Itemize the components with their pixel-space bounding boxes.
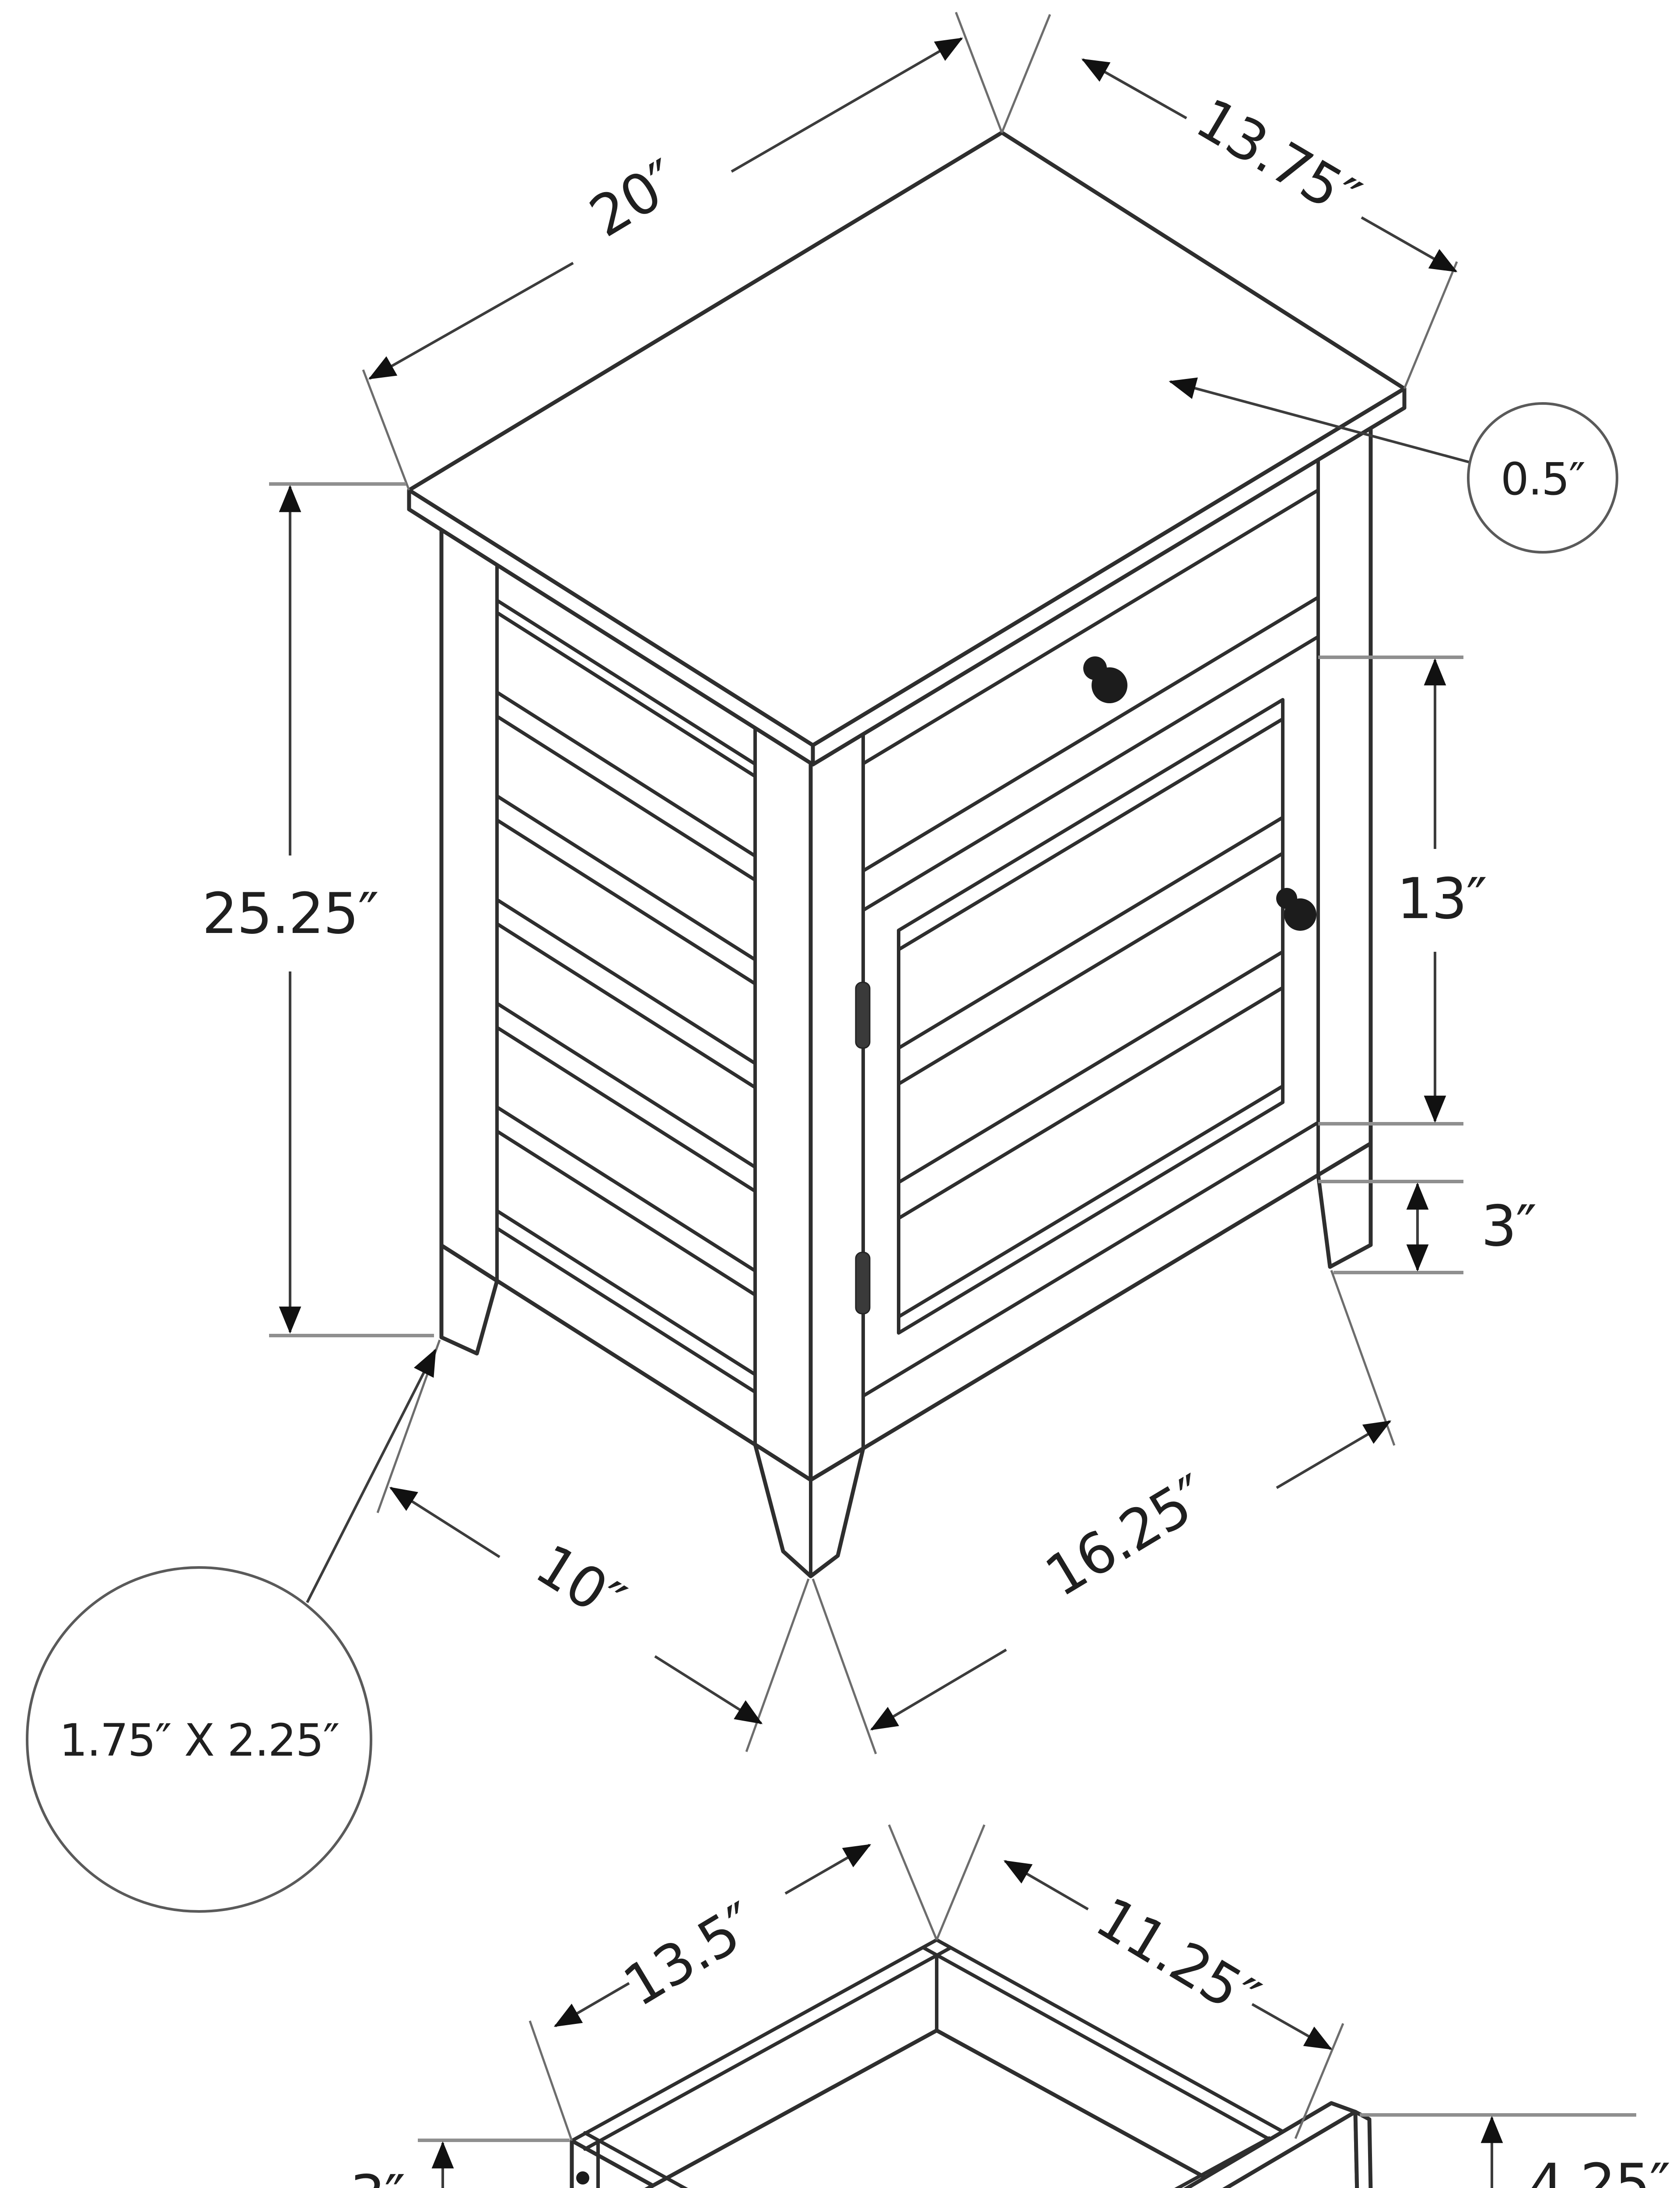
leader-leg-size [306,1348,437,1603]
drawer-front-bottom-edge [861,596,1320,873]
door-slat [897,717,1284,1050]
extension-line [528,2020,573,2141]
dim-line-side-depth [389,1487,500,1558]
dim-line-front-width [1276,1420,1392,1489]
cabinet-leg-left [439,1243,499,1356]
drawer-wall-rims [570,1938,1297,2188]
dim-line-top-depth [1361,216,1458,273]
dim-label-top-thickness: 0.5″ [1501,453,1585,505]
callout-circle-leg-size [26,1566,372,1913]
dim-label-drawer-front-height: 4.25″ [1529,2152,1670,2188]
drawer-front-panel-face [1222,2110,1359,2188]
door-inner-frame [897,698,1284,1335]
callout-circle-top-thickness [1467,402,1618,554]
side-slat [495,611,757,858]
extension-line [1403,261,1458,389]
dim-line-front-width [870,1648,1007,1731]
dim-label-door-height: 13″ [1397,866,1487,932]
front-top-rail-edge [861,488,1320,765]
rim-inner-back-left [583,1946,952,2151]
extension-line [376,1339,441,1513]
extension-line [1001,14,1051,133]
extension-line [955,12,1003,133]
drawer-view: 13.5″ 11.25″ 3″ 4.25″ 15.25″ [350,1824,1670,2188]
dim-label-top-width: 20″ [579,148,689,250]
drawer-side-wall [570,2139,662,2188]
dim-label-side-depth: 10″ [525,1532,635,1635]
side-louver-slats [495,611,757,1376]
extension-line [1330,1270,1396,1446]
dim-label-front-width: 16.25″ [1035,1463,1219,1609]
door-louver-slats [897,717,1284,1318]
door-hinge-top [855,982,871,1049]
dim-line-drawer-depth [1251,2003,1333,2050]
dim-label-drawer-depth: 11.25″ [1085,1885,1270,2031]
rim-outer-back-left [570,1938,938,2142]
extension-line [935,1824,986,1940]
cabinet-view: 20″ 13.75″ 0.5″ 25.25″ 13″ [26,12,1618,1913]
extension-line [362,369,410,491]
leader-top-thickness [1169,377,1470,463]
extension-line [745,1578,810,1752]
dim-line-top-width [368,262,574,380]
door-top-edge [861,635,1320,912]
door-bottom-edge [861,1121,1320,1398]
side-bottom-rail-edge [495,1227,757,1394]
rim-outer-back-right [935,1938,1297,2140]
dim-line-top-width [731,37,963,173]
dim-label-top-depth: 13.75″ [1185,86,1370,231]
rim-inner-front-left [583,2131,688,2188]
door-slat [897,852,1284,1184]
dim-label-drawer-side-height: 3″ [350,2163,404,2188]
door-hinge-bottom [855,1252,871,1315]
tabletop-edge-right [811,386,1407,767]
rim-inner-back-right [922,1946,1284,2148]
door-knob-cap [1276,888,1297,909]
extension-line [1294,2023,1344,2139]
dim-label-leg-height: 3″ [1481,1194,1536,1259]
dim-label-drawer-width: 13.5″ [613,1891,767,2020]
screw-hole [576,2171,589,2184]
door-slat [897,986,1284,1318]
side-slat [495,818,757,1065]
drawer-knob-cap [1083,656,1107,680]
drawer-interior-bottom [644,2028,1229,2188]
dim-line-drawer-width [553,1982,630,2027]
cabinet-leg-right [1316,1141,1373,1269]
side-slat [495,922,757,1169]
dim-line-drawer-depth [1003,1860,1089,1911]
rim-inner-front-right [1174,2136,1271,2188]
dim-line-top-depth [1081,58,1187,119]
extension-line [888,1824,938,1940]
side-slat [495,715,757,961]
side-slat [495,1129,757,1376]
extension-line [812,1578,877,1754]
side-slat [495,1026,757,1273]
drawer-front-panel-end-right [1353,2110,1373,2188]
dim-label-height: 25.25″ [202,881,378,947]
dim-line-side-depth [654,1655,763,1725]
side-top-rail-edge [495,599,757,766]
dim-label-leg-size: 1.75″ X 2.25″ [59,1715,339,1767]
dim-line-drawer-width [784,1844,872,1895]
